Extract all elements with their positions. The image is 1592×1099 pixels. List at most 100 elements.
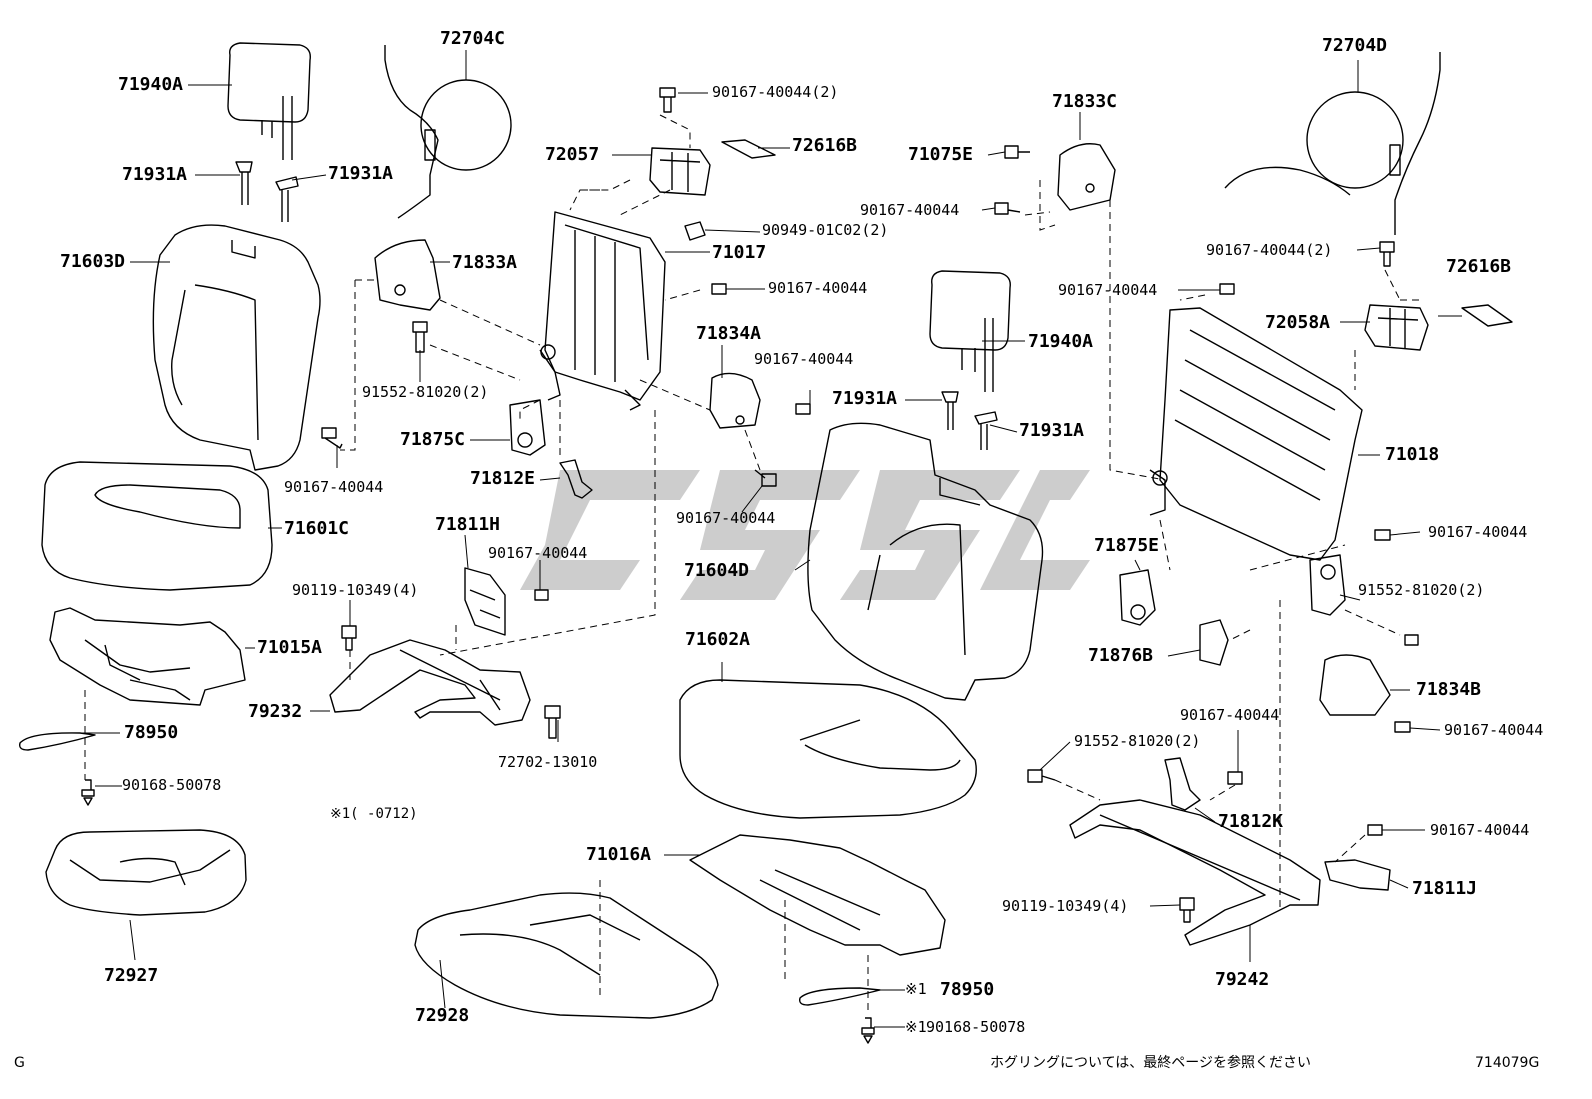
label-71016A: 71016A <box>586 844 652 865</box>
label-71015A: 71015A <box>257 637 323 658</box>
label-78950-left: 78950 <box>124 722 179 743</box>
label-71811H: 71811H <box>435 514 501 535</box>
bracket-72058A <box>1364 304 1429 351</box>
label-79242: 79242 <box>1215 969 1270 990</box>
label-71603D: 71603D <box>60 251 126 272</box>
pivot-right <box>1309 554 1346 616</box>
label-71875E: 71875E <box>1094 535 1160 556</box>
label-71601C: 71601C <box>284 518 350 539</box>
bolt-90168-left <box>81 779 95 806</box>
cover-71834A <box>709 372 761 429</box>
pad-72927 <box>45 829 247 916</box>
headrest-center <box>929 270 1011 392</box>
label-71834A: 71834A <box>696 323 762 344</box>
label-71833A: 71833A <box>452 252 518 273</box>
label-90167-right-3: 90167-40044(2) <box>1206 241 1333 259</box>
bolt-90167-mid-1 <box>711 283 727 295</box>
label-90168-left: 90168-50078 <box>122 776 222 794</box>
headrest-guide-left-2 <box>275 176 299 222</box>
bolt-90167-right-7 <box>1367 824 1383 836</box>
cover-71876B <box>1199 619 1229 666</box>
label-90167-mid-3: 90167-40044 <box>676 509 776 527</box>
cover-71811J <box>1324 859 1391 891</box>
label-71834B: 71834B <box>1416 679 1482 700</box>
cover-71834B <box>1319 654 1391 716</box>
bolt-90167-right-2 <box>1219 283 1235 295</box>
label-90167-right-2: 90167-40044 <box>1058 281 1158 299</box>
label-72704D: 72704D <box>1322 35 1388 56</box>
bolt-91552-right-2 <box>1027 769 1056 783</box>
label-72057: 72057 <box>545 144 600 165</box>
label-90167-mid-1: 90167-40044 <box>768 279 868 297</box>
seatback-frame-71017 <box>539 211 666 411</box>
plate-72616B-left <box>721 139 776 159</box>
label-91552-left: 91552-81020(2) <box>362 383 489 401</box>
seat-cushion-center <box>679 679 977 819</box>
seatback-left <box>152 224 321 471</box>
bolt-90167-mid-2 <box>795 403 811 415</box>
label-91552-right: 91552-81020(2) <box>1358 581 1485 599</box>
label-90167-top: 90167-40044(2) <box>712 83 839 101</box>
label-72616B-left: 72616B <box>792 135 858 156</box>
bracket-72057 <box>649 147 711 196</box>
label-90167-right-7: 90167-40044 <box>1430 821 1530 839</box>
seatback-center <box>807 422 1044 701</box>
pad-72928 <box>414 892 719 1019</box>
label-90167-71811H: 90167-40044 <box>488 544 588 562</box>
cover-71875C <box>509 399 546 456</box>
label-78950-center-mark: ※1 <box>905 980 927 998</box>
strap-left <box>18 732 96 751</box>
label-71875C: 71875C <box>400 429 466 450</box>
label-90119-right: 90119-10349(4) <box>1002 897 1129 915</box>
bolt-90167-71811H <box>534 589 549 601</box>
bolt-90167-right-6 <box>1227 771 1243 785</box>
footnote-jp: ホグリングについては、最終ページを参照ください <box>990 1055 1312 1071</box>
label-71604D: 71604D <box>684 560 750 581</box>
label-79232: 79232 <box>248 701 303 722</box>
label-72702: 72702-13010 <box>498 753 598 771</box>
bolt-90119-left <box>341 625 357 651</box>
headrest-left <box>227 42 311 160</box>
label-71931A-left-2: 71931A <box>328 163 394 184</box>
label-90167-right-5: 90167-40044 <box>1444 721 1544 739</box>
seat-cushion-left <box>41 461 273 591</box>
label-71940A-left: 71940A <box>118 74 184 95</box>
label-72704C: 72704C <box>440 28 506 49</box>
cover-71875E <box>1119 569 1156 626</box>
bolt-91552-right <box>1404 634 1419 646</box>
cushion-frame-left <box>49 607 246 706</box>
label-71812E: 71812E <box>470 468 536 489</box>
label-90119-left: 90119-10349(4) <box>292 581 419 599</box>
corner-mark: G <box>14 1055 25 1071</box>
label-91552-right-2: 91552-81020(2) <box>1074 732 1201 750</box>
bolt-71075E <box>1004 145 1030 159</box>
bolt-90167-top <box>659 87 676 113</box>
label-71940A-center: 71940A <box>1028 331 1094 352</box>
label-90949: 90949-01C02(2) <box>762 221 889 239</box>
cable-72704C <box>384 45 512 219</box>
label-71833C: 71833C <box>1052 91 1118 112</box>
bolt-90167-left <box>321 427 343 449</box>
label-71075E: 71075E <box>908 144 974 165</box>
bolt-90167-right-3 <box>1379 241 1395 267</box>
label-71017: 71017 <box>712 242 767 263</box>
label-72927: 72927 <box>104 965 159 986</box>
bolt-72702 <box>544 705 561 739</box>
bolt-91552-left <box>412 321 428 353</box>
label-90167-right-4: 90167-40044 <box>1428 523 1528 541</box>
clip-90949 <box>684 221 706 241</box>
label-90167-left-1: 90167-40044 <box>284 478 384 496</box>
cushion-frame-center <box>689 834 946 956</box>
label-90167-mid-2: 90167-40044 <box>754 350 854 368</box>
seat-rail-79232 <box>329 639 531 726</box>
label-72616B-right: 72616B <box>1446 256 1512 277</box>
label-90168-center: 90168-50078 <box>926 1018 1026 1036</box>
label-71931A-center-2: 71931A <box>1019 420 1085 441</box>
seatback-frame-71018 <box>1149 307 1363 561</box>
hinge-cover-71833A <box>374 239 441 311</box>
label-90168-center-mark: ※1 <box>905 1018 927 1036</box>
bolt-90167-right-4 <box>1374 529 1391 541</box>
label-71602A: 71602A <box>685 629 751 650</box>
